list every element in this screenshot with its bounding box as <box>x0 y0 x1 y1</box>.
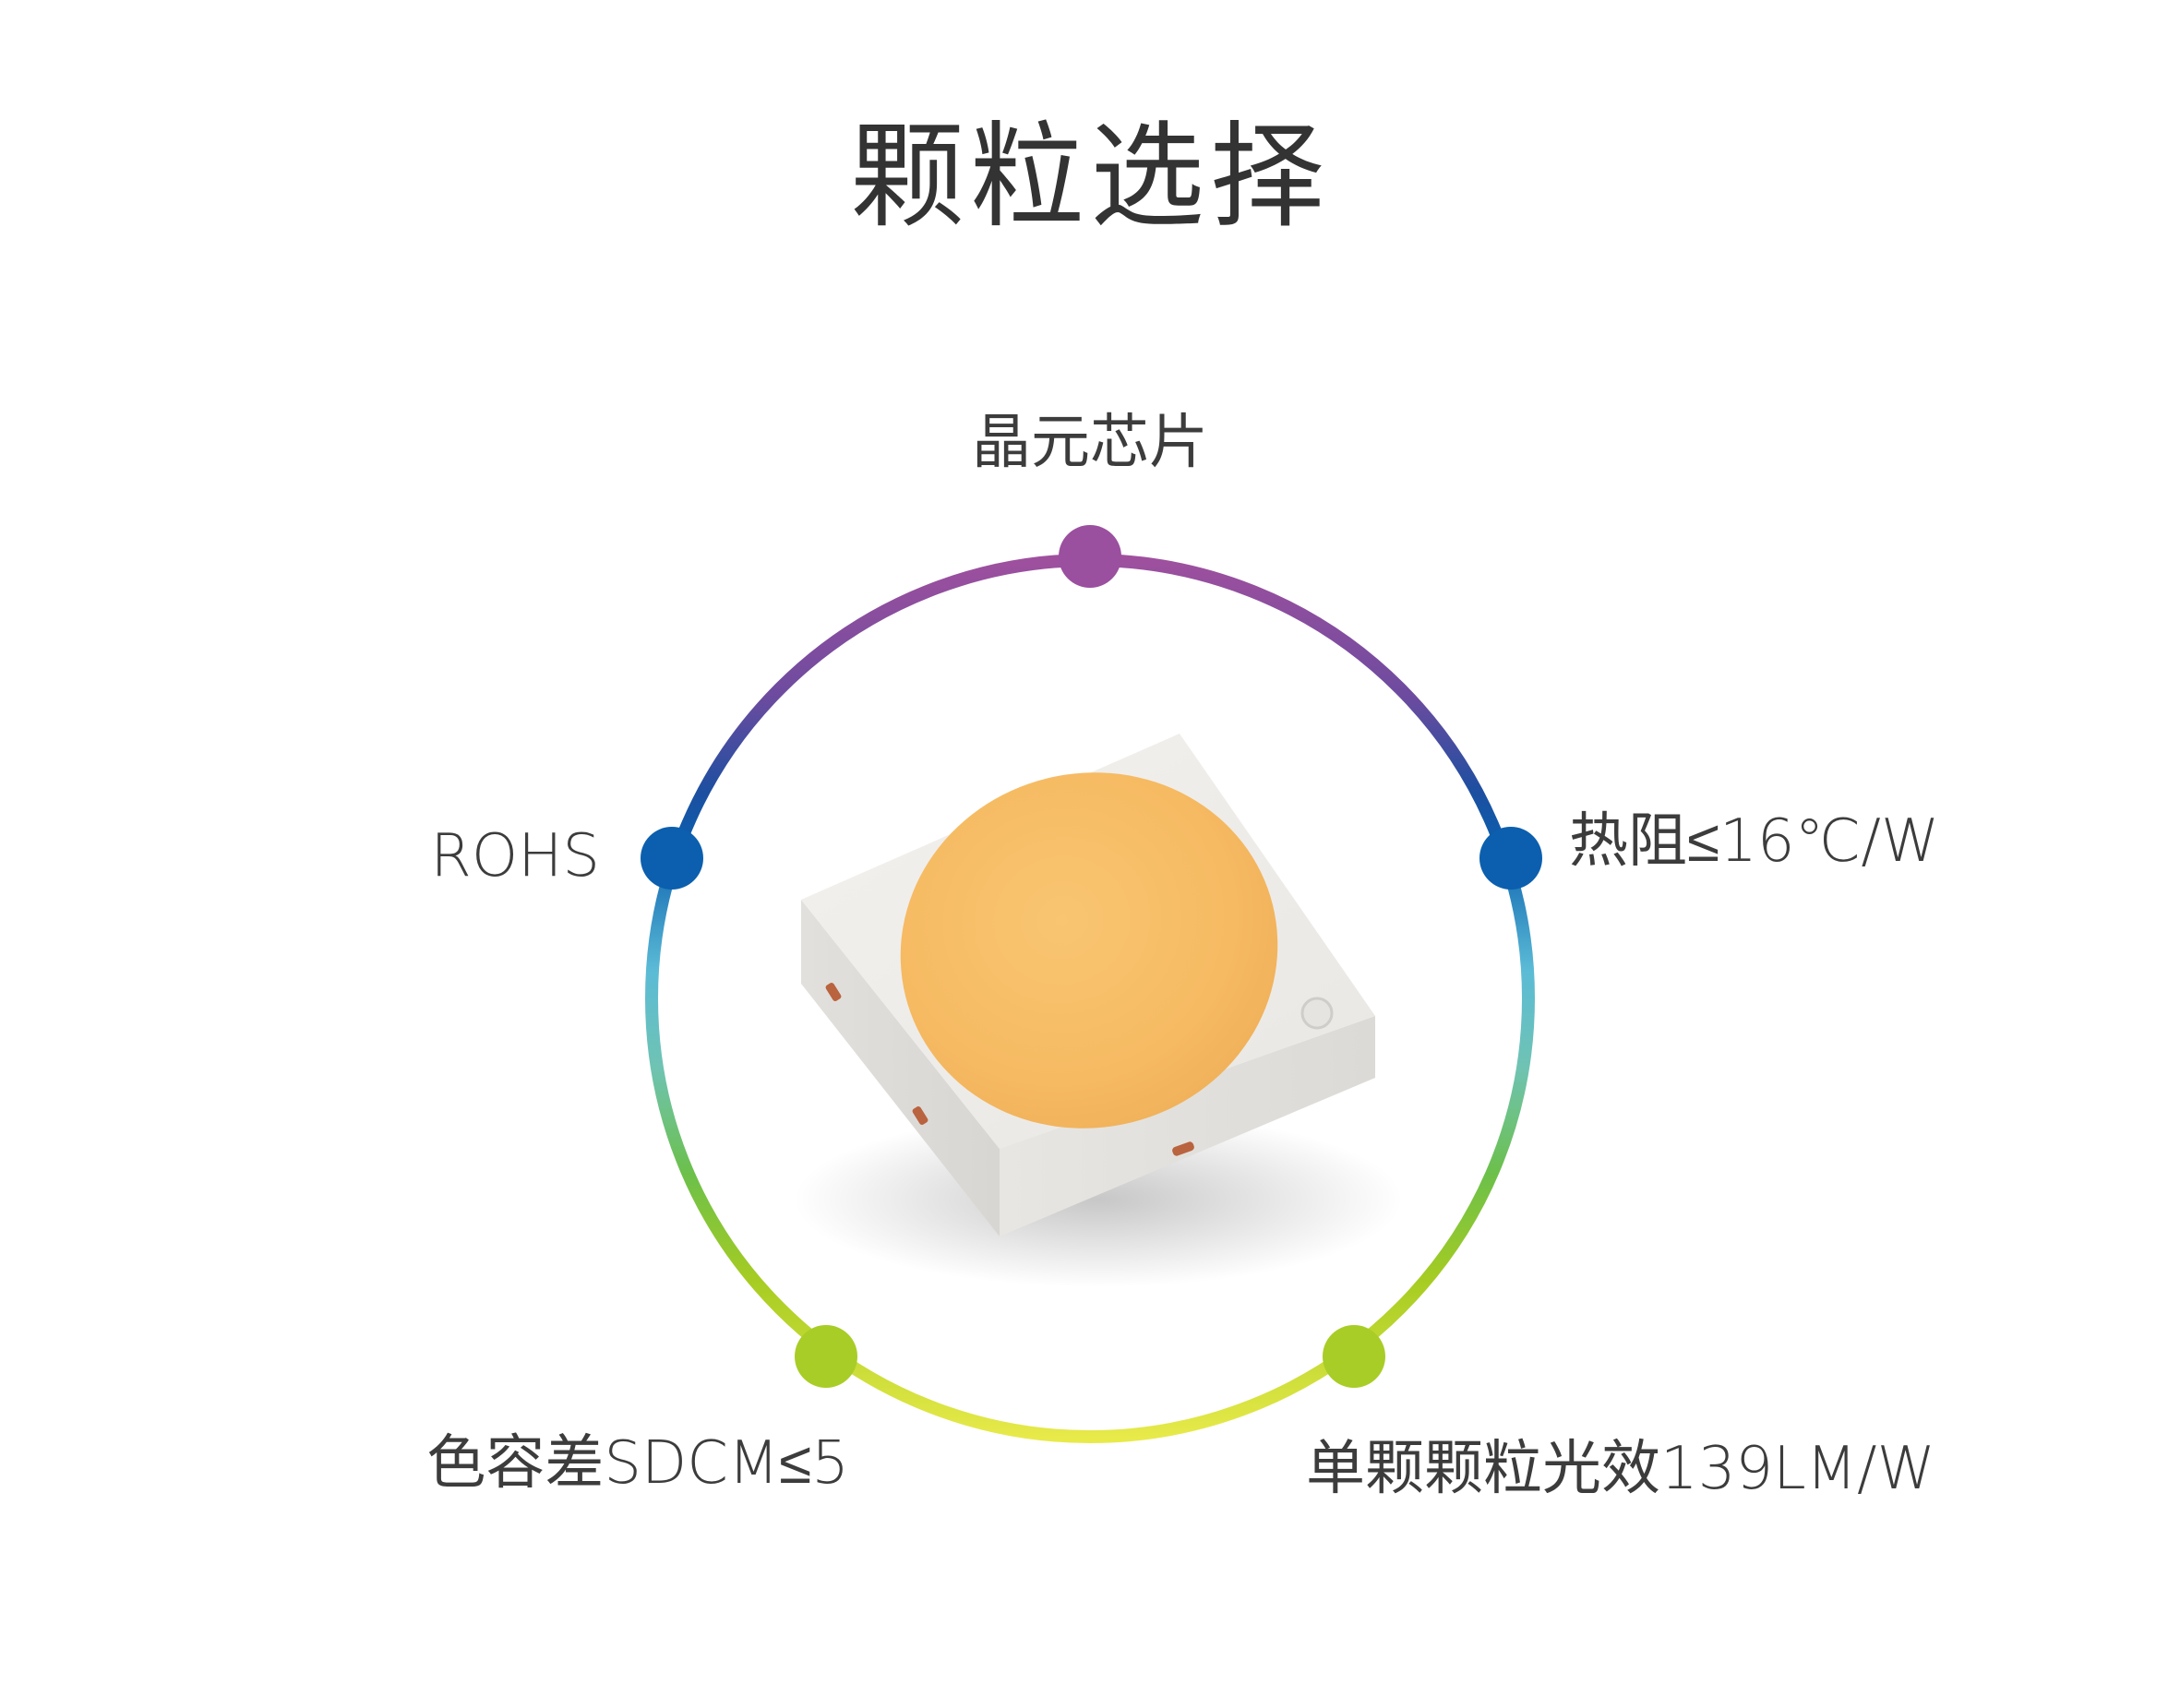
feature-label-thermal-resistance: 热阻≤16℃/W <box>1569 807 1940 876</box>
node-top <box>1059 525 1121 588</box>
feature-label-rohs: ROHS <box>430 822 600 890</box>
feature-label-luminous-efficacy: 单颗颗粒光效139LM/W <box>1306 1435 1935 1503</box>
node-left <box>641 827 703 890</box>
node-bottom-left <box>795 1325 857 1388</box>
page-title: 颗粒选择 <box>849 111 1330 244</box>
feature-label-chip: 晶元芯片 <box>972 409 1208 477</box>
node-right <box>1479 827 1542 890</box>
node-bottom-right <box>1323 1325 1385 1388</box>
smd-led-chip-icon <box>794 734 1403 1287</box>
feature-label-color-tolerance: 色容差SDCM≤5 <box>426 1429 849 1498</box>
